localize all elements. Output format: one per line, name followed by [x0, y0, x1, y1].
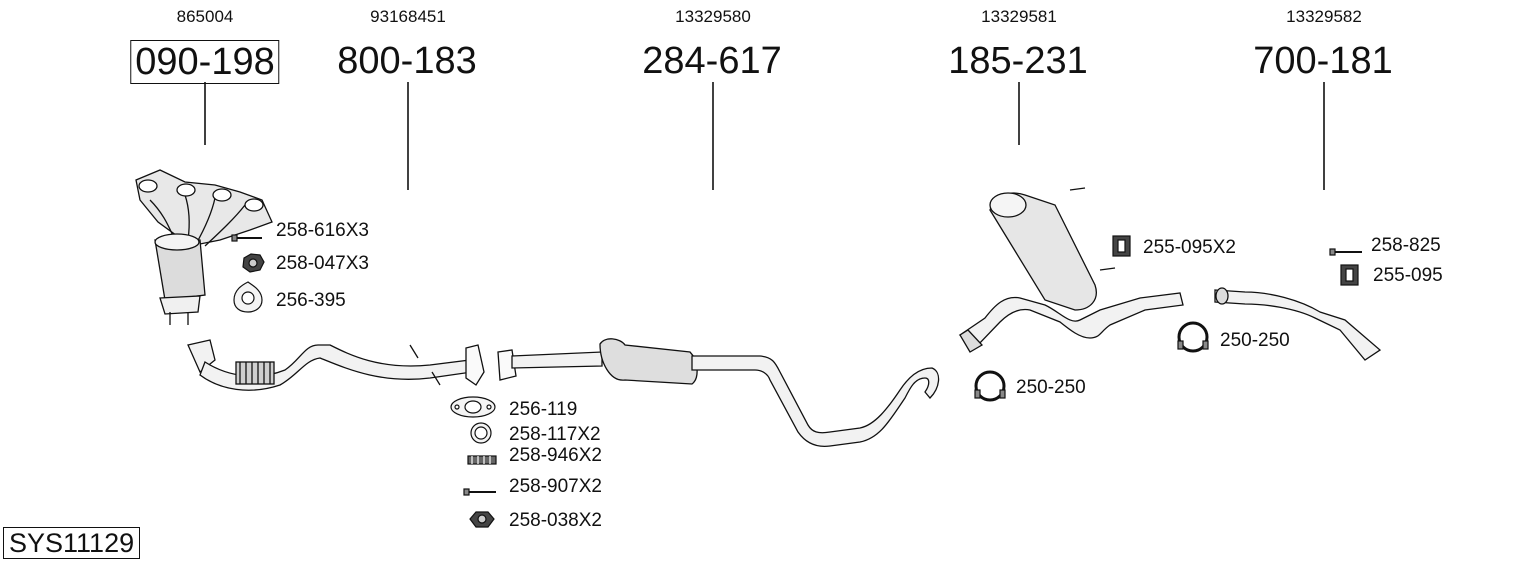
bolt-small-icon: [1329, 248, 1362, 256]
manifold-catalyst-part: [135, 169, 273, 325]
accessory-label[interactable]: 256-395: [276, 290, 346, 311]
accessory-label[interactable]: 258-616X3: [276, 220, 369, 241]
middle-silencer-part: [958, 187, 1184, 353]
gasket-icon: [233, 281, 263, 313]
accessory-label[interactable]: 258-047X3: [276, 253, 369, 274]
part-number-link[interactable]: 800-183: [337, 40, 477, 82]
accessory-label[interactable]: 258-038X2: [509, 510, 602, 531]
clamp-rear-icon: [1177, 321, 1209, 353]
accessory-label[interactable]: 255-095: [1373, 265, 1443, 286]
accessory-label[interactable]: 258-907X2: [509, 476, 602, 497]
gasket-oval-icon: [450, 396, 496, 418]
oem-number: 13329580: [675, 7, 751, 26]
accessory-label[interactable]: 256-119: [509, 399, 578, 420]
nut-flange-icon: [469, 511, 495, 528]
center-pipe-part: [497, 338, 940, 448]
oem-number: 13329581: [981, 7, 1057, 26]
clamp-icon: [974, 370, 1006, 402]
part-number-link[interactable]: 284-617: [642, 40, 782, 82]
oem-number: 93168451: [370, 7, 446, 26]
accessory-label[interactable]: 258-825: [1371, 235, 1441, 256]
part-number-link[interactable]: 185-231: [948, 40, 1088, 82]
part-number-link[interactable]: 700-181: [1253, 40, 1393, 82]
oem-number: 13329582: [1286, 7, 1362, 26]
accessory-label[interactable]: 258-117X2: [509, 424, 601, 445]
accessory-label[interactable]: 255-095X2: [1143, 237, 1236, 258]
bolt-icon: [231, 234, 262, 242]
oem-number: 865004: [176, 7, 234, 26]
nut-icon: [242, 253, 265, 273]
spring-icon: [467, 455, 497, 465]
ring-icon: [470, 422, 492, 444]
accessory-label[interactable]: 250-250: [1220, 330, 1290, 351]
rubber-mount-small-icon: [1340, 264, 1359, 286]
accessory-label[interactable]: 250-250: [1016, 377, 1086, 398]
accessory-label[interactable]: 258-946X2: [509, 445, 602, 466]
bolt-long-icon: [463, 488, 496, 496]
part-number-link[interactable]: 090-198: [130, 40, 280, 84]
front-pipe-part: [187, 339, 485, 391]
tailpipe-part: [1214, 287, 1382, 361]
system-number: SYS11129: [3, 527, 141, 560]
rubber-mount-icon: [1112, 235, 1131, 257]
